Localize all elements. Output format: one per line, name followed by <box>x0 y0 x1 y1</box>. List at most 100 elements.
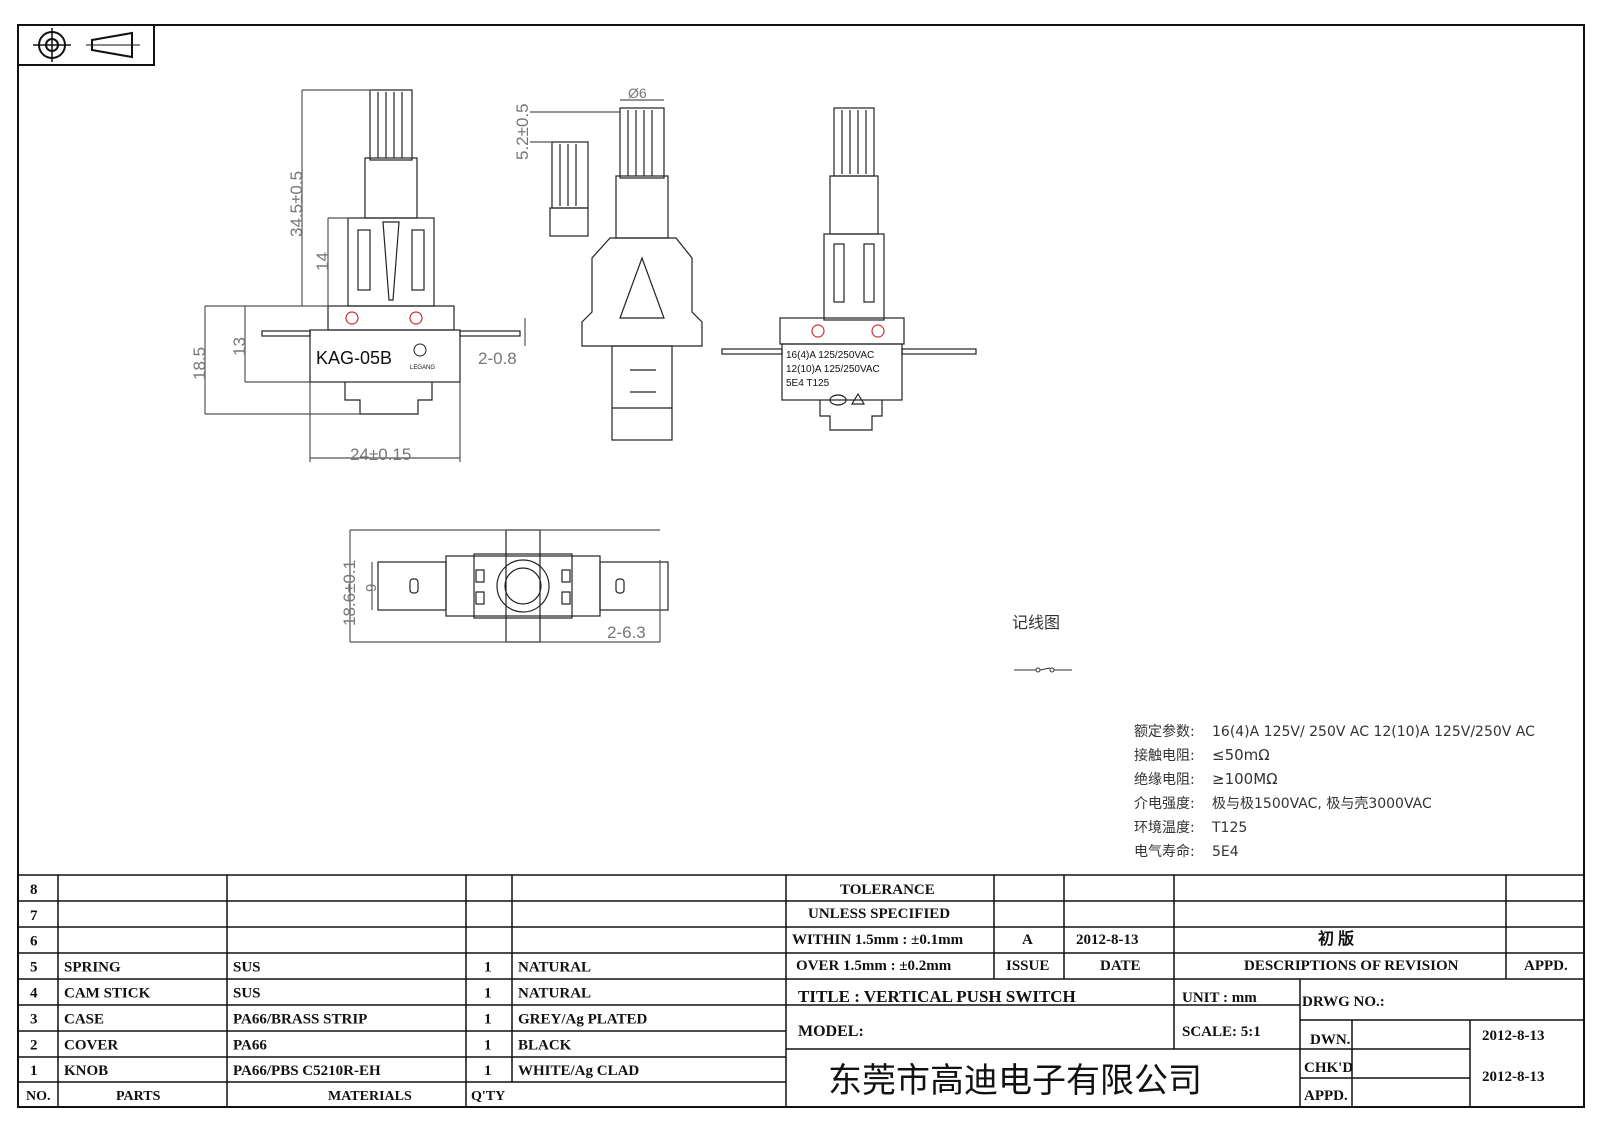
bom-cell-finish: NATURAL <box>518 986 591 1002</box>
bom-row: 4 CAM STICK SUS 1 NATURAL <box>30 986 591 1002</box>
spec-list: 额定参数: 16(4)A 125V/ 250V AC 12(10)A 125V/… <box>1134 723 1535 860</box>
tolerance-within: WITHIN 1.5mm : ±0.1mm <box>792 932 964 948</box>
model-marking: KAG-05B <box>316 348 392 368</box>
rev-issue: A <box>1022 932 1033 948</box>
bom-cell-no: 3 <box>30 1011 38 1027</box>
appd-sign-label: APPD. <box>1304 1088 1348 1104</box>
bom-cell-no: 2 <box>30 1037 38 1053</box>
chkd-label: CHK'D <box>1304 1060 1353 1076</box>
bom-cell-part: COVER <box>64 1037 118 1053</box>
title-block: TOLERANCE UNLESS SPECIFIED WITHIN 1.5mm … <box>786 875 1584 1107</box>
bottom-view <box>349 529 669 643</box>
bom-cell-part: CAM STICK <box>64 986 151 1002</box>
bom-cell-no: 4 <box>30 986 38 1002</box>
spec-value: T125 <box>1211 820 1247 836</box>
drwg-no-label: DRWG NO.: <box>1302 994 1385 1010</box>
bom-cell-material: PA66/PBS C5210R-EH <box>233 1063 381 1079</box>
bom-row: 5 SPRING SUS 1 NATURAL <box>30 960 591 976</box>
bom-cell-material: PA66/BRASS STRIP <box>233 1011 367 1027</box>
dim-bottom-inner: 9 <box>363 584 380 592</box>
rating-line-1: 16(4)A 125/250VAC <box>786 350 874 361</box>
spec-label: 介电强度: <box>1134 796 1195 812</box>
bom-cell-material: SUS <box>233 986 261 1002</box>
rev-description: 初 版 <box>1318 929 1354 948</box>
sheet-border <box>17 24 1585 1108</box>
dim-height-upper: 14 <box>313 252 332 271</box>
spec-label: 电气寿命: <box>1134 843 1195 860</box>
bom-cell-material: PA66 <box>233 1037 267 1053</box>
spec-value: ≥100MΩ <box>1212 770 1278 788</box>
dim-bottom-width: 18.6±0.1 <box>340 560 359 626</box>
brand-marking: LEGANG <box>410 365 435 371</box>
dim-height-case: 13 <box>230 337 249 356</box>
bom-cell-finish: NATURAL <box>518 960 591 976</box>
front-view <box>204 89 526 462</box>
bom-cell-no: 1 <box>30 1063 38 1079</box>
wiring-symbol-icon <box>1014 667 1072 673</box>
description-label: DESCRIPTIONS OF REVISION <box>1244 958 1459 974</box>
spec-label: 绝缘电阻: <box>1134 772 1195 788</box>
rating-line-2: 12(10)A 125/250VAC <box>786 364 880 375</box>
bom-cell-part: KNOB <box>64 1063 108 1079</box>
tolerance-title: TOLERANCE <box>840 882 935 898</box>
dim-terminal: 2-0.8 <box>478 349 517 368</box>
bom-cell-no: 8 <box>30 882 38 898</box>
tolerance-over: OVER 1.5mm : ±0.2mm <box>796 958 952 974</box>
bom-header-qty: Q'TY <box>471 1089 505 1104</box>
bom-cell-qty: 1 <box>484 1037 492 1053</box>
bom-row: 8 <box>30 882 38 898</box>
dwn-label: DWN. <box>1310 1032 1351 1048</box>
bom-row: 7 <box>30 908 38 924</box>
bom-header-materials: MATERIALS <box>328 1089 412 1104</box>
bom-row: 6 <box>30 934 38 950</box>
date-label: DATE <box>1100 958 1141 974</box>
bom-header-parts: PARTS <box>116 1089 161 1104</box>
bom-cell-material: SUS <box>233 960 261 976</box>
rating-line-3: 5E4 T125 <box>786 378 830 389</box>
company-name: 东莞市高迪电子有限公司 <box>828 1062 1202 1100</box>
spec-value: 5E4 <box>1212 844 1239 860</box>
bom-cell-no: 6 <box>30 934 38 950</box>
bom-cell-qty: 1 <box>484 960 492 976</box>
wiring-label: 记线图 <box>1012 613 1060 632</box>
tolerance-sub: UNLESS SPECIFIED <box>808 906 950 922</box>
bom-cell-qty: 1 <box>484 986 492 1002</box>
rear-view <box>721 107 977 431</box>
spec-label: 额定参数: <box>1134 723 1195 740</box>
dim-height-total: 34.5±0.5 <box>287 171 306 237</box>
bom-cell-finish: WHITE/Ag CLAD <box>518 1063 639 1079</box>
spec-value: ≤50mΩ <box>1212 746 1270 764</box>
dwn-date: 2012-8-13 <box>1482 1028 1545 1044</box>
dim-bottom-terminal: 2-6.3 <box>607 623 646 642</box>
projection-symbol-icon <box>17 24 155 66</box>
dim-knob: 5.2±0.5 <box>513 103 532 160</box>
bom-cell-part: SPRING <box>64 960 121 976</box>
dim-width: 24±0.15 <box>350 445 411 464</box>
bom-cell-qty: 1 <box>484 1063 492 1079</box>
spec-value: 极与极1500VAC, 极与壳3000VAC <box>1212 795 1432 812</box>
bom-cell-qty: 1 <box>484 1011 492 1027</box>
bom-cell-no: 7 <box>30 908 38 924</box>
bom-row: 2 COVER PA66 1 BLACK <box>30 1037 572 1053</box>
drawing-title: TITLE : VERTICAL PUSH SWITCH <box>798 987 1076 1006</box>
scale-label: SCALE: 5:1 <box>1182 1024 1261 1040</box>
bom-cell-no: 5 <box>30 960 38 976</box>
bom-row: 1 KNOB PA66/PBS C5210R-EH 1 WHITE/Ag CLAD <box>30 1063 639 1079</box>
side-view <box>530 99 703 441</box>
spec-value: 16(4)A 125V/ 250V AC 12(10)A 125V/250V A… <box>1212 724 1535 740</box>
bom-header-no: NO. <box>26 1089 51 1104</box>
dim-height-body: 18.5 <box>190 347 209 380</box>
issue-label: ISSUE <box>1006 958 1049 974</box>
model-label: MODEL: <box>798 1023 864 1040</box>
rev-date: 2012-8-13 <box>1076 932 1139 948</box>
chkd-date: 2012-8-13 <box>1482 1069 1545 1085</box>
spec-label: 环境温度: <box>1134 820 1195 836</box>
appd-label: APPD. <box>1524 958 1568 974</box>
unit-label: UNIT : mm <box>1182 990 1257 1006</box>
bom-cell-finish: BLACK <box>518 1037 572 1053</box>
bom-cell-part: CASE <box>64 1011 104 1027</box>
spec-label: 接触电阻: <box>1134 747 1195 764</box>
